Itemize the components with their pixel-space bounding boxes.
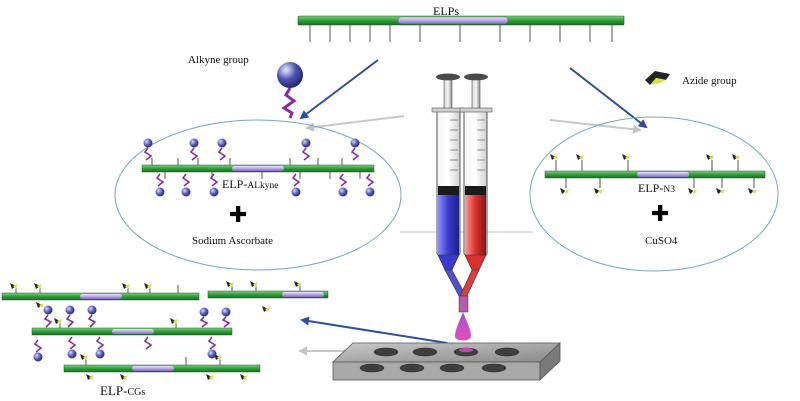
elp-n3-rod [544, 160, 766, 188]
arrow-to-product [300, 316, 448, 344]
azide-group-label: Azide group [682, 75, 737, 87]
alkyne-group-icon [277, 62, 303, 119]
azide-reaction-ellipse [529, 116, 779, 272]
sodium-ascorbate-label: Sodium Ascorbate [192, 235, 273, 247]
elp-cgs-label-sub: CGs [127, 387, 146, 398]
alkyne-group-label: Alkyne group [188, 54, 249, 66]
elp-cg-network [1, 281, 329, 380]
elp-cgs-label: ELP-CGs [100, 384, 145, 398]
elp-rod-top [297, 15, 625, 42]
alkyne-reaction-ellipse [114, 119, 402, 271]
elp-alkyne-label-sub: ALkyne [247, 181, 279, 191]
arrow-gray-left [305, 115, 405, 132]
elp-cgs-label-main: ELP- [100, 383, 128, 398]
azide-attachments-right [550, 154, 757, 194]
elp-alkyne-label-main: ELP- [222, 177, 248, 191]
arrow-to-azide [569, 67, 648, 129]
arrow-gray-right [549, 119, 642, 134]
azide-group-icon [645, 71, 670, 85]
elp-n3-label: ELP-N3 [638, 182, 675, 196]
arrow-to-alkyne [299, 59, 379, 120]
elp-alkyne-rod [141, 158, 375, 179]
well-plate [331, 342, 562, 381]
elp-n3-label-main: ELP- [638, 181, 664, 195]
cuso4-label: CuSO4 [645, 235, 678, 247]
elp-n3-label-sub: N3 [663, 185, 675, 195]
double-syringe [431, 73, 493, 341]
plus-icon-right: ✚ [651, 202, 670, 227]
plus-icon-left: ✚ [229, 203, 248, 228]
elps-title: ELPs [433, 4, 460, 18]
elp-alkyne-label: ELP-ALkyne [222, 178, 278, 192]
alkyne-attachments-left [143, 138, 375, 197]
